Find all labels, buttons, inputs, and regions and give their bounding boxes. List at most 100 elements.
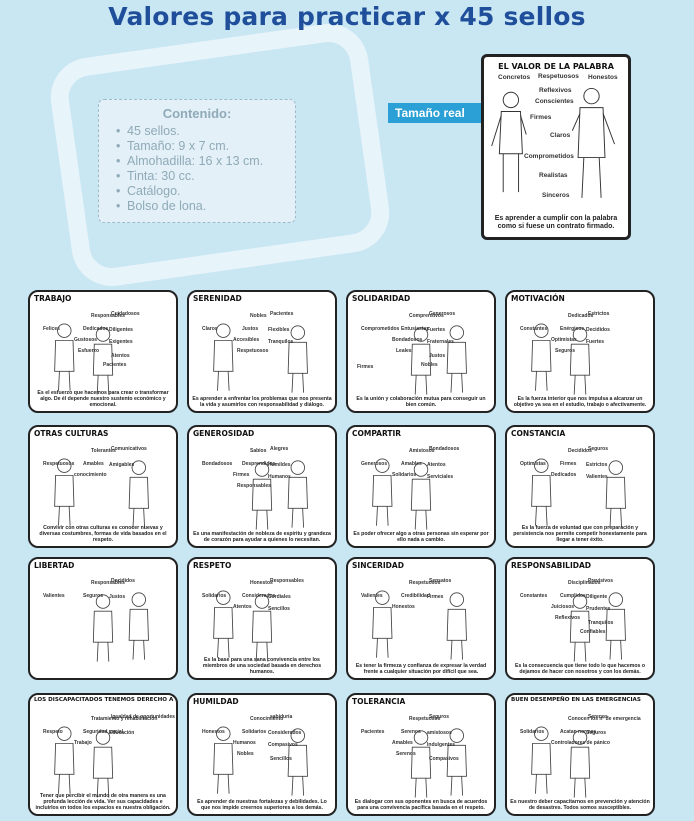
stamp-word: Felices (43, 326, 60, 332)
stamp-word: Generosos (361, 461, 388, 467)
stamp-word: Sinceros (542, 192, 570, 199)
value-stamp: LOS DISCAPACITADOS TENEMOS DERECHO A : Tr… (28, 693, 178, 816)
stamp-word: Tranquilos (268, 339, 294, 345)
contents-item: Tinta: 30 cc. (109, 169, 285, 184)
stamp-word: Honestos (202, 729, 225, 735)
stamp-word: Amables (83, 461, 104, 467)
stamp-word: Comprometidos (361, 326, 400, 332)
stamp-word: Igualdad de oportunidades (111, 714, 175, 720)
stamp-word: Comprometidos (524, 153, 574, 160)
stamp-word: Sabios (250, 448, 267, 454)
stamp-illustration (531, 323, 591, 395)
stamp-title: RESPONSABILIDAD (511, 561, 591, 570)
stamp-word: Firmes (233, 472, 250, 478)
stamp-title: LOS DISCAPACITADOS TENEMOS DERECHO A : (34, 697, 178, 703)
stamp-word: Solidarios (392, 472, 417, 478)
stamp-word: Atentos (427, 462, 446, 468)
stamp-word: Firmes (530, 114, 552, 121)
stamp-title: LIBERTAD (34, 561, 75, 570)
stamp-word: Honestos (588, 74, 618, 81)
stamp-illustration (54, 458, 149, 528)
stamp-word: Cumplidos (560, 593, 586, 599)
stamp-word: Firmes (560, 461, 577, 467)
stamp-word: Respetuosos (409, 580, 441, 586)
stamp-word: Acatan normas (560, 729, 597, 735)
stamp-illustration (54, 726, 114, 798)
stamp-word: Fuertes (586, 339, 605, 345)
stamp-word: Alegres (270, 446, 289, 452)
stamp-word: Serenos (401, 729, 421, 735)
stamp-word: Optimistas (551, 337, 577, 343)
stamp-word: Respetuosos (409, 716, 441, 722)
stamp-word: Serviciales (427, 474, 454, 480)
stamp-illustration (251, 460, 308, 530)
stamp-caption: Es la consecuencia que tiene todo lo que… (514, 663, 645, 675)
stamp-word: Atentos (233, 604, 252, 610)
stamp-word: Prudentes (586, 606, 611, 612)
stamp-word: Tranquilos (588, 620, 614, 626)
stamp-caption: Es aprender de nuestras fortalezas y deb… (197, 799, 327, 811)
stamp-caption: Es el esfuerzo que hacemos para crear o … (37, 390, 169, 408)
stamp-caption: Es la unión y colaboración mutua para co… (356, 396, 486, 408)
stamp-word: Amables (392, 740, 413, 746)
stamp-word: Amigables (109, 462, 135, 468)
stamp-word: Humildes (268, 462, 291, 468)
stamp-word: Atentos (111, 353, 130, 359)
stamp-word: Seguros (83, 593, 104, 599)
stamp-illustration (410, 728, 467, 798)
featured-stamp: EL VALOR DE LA PALABRA Concretos Respetu… (481, 54, 631, 240)
stamp-word: Claros (202, 326, 218, 332)
stamp-caption: Es nuestro deber capacitarnos en prevenc… (510, 799, 650, 811)
stamp-word: Serenos (588, 714, 608, 720)
stamp-title: SOLIDARIDAD (352, 294, 411, 303)
stamp-word: Responsables (91, 313, 125, 319)
contents-box: Contenido: 45 sellos. Tamaño: 9 x 7 cm. … (98, 99, 296, 223)
stamp-word: Dedicados (83, 326, 109, 332)
stamp-word: Humanos (233, 740, 256, 746)
stamp-word: Respetuosos (43, 461, 75, 467)
stamp-word: Bondadosos (202, 461, 233, 467)
stamp-caption: Es una manifestación de nobleza de espír… (193, 531, 331, 543)
stamp-word: Pacientes (270, 311, 294, 317)
stamp-word: Amistosos (409, 448, 435, 454)
stamp-word: Entusiastas (401, 326, 430, 332)
stamp-title: SERENIDAD (193, 294, 242, 303)
stamp-word: Constantes (520, 326, 548, 332)
stamp-word: Leales (396, 348, 412, 354)
contents-item: 45 sellos. (109, 124, 285, 139)
stamp-word: Compasivos (268, 742, 298, 748)
stamp-caption: Es la fuerza de voluntad que con prepara… (513, 525, 647, 543)
real-size-tag: Tamaño real (388, 103, 494, 123)
stamp-word: Confiables (580, 629, 606, 635)
stamp-word: Seguridad social (83, 729, 124, 735)
stamp-word: Estrictos (588, 311, 610, 317)
contents-item: Tamaño: 9 x 7 cm. (109, 139, 285, 154)
stamp-word: Trabajo (74, 740, 92, 746)
stamp-word: Controladores de pánico (551, 740, 610, 746)
stamp-illustration (531, 726, 591, 798)
stamp-word: Seguros (429, 714, 450, 720)
stamp-illustration (410, 325, 467, 395)
contents-title: Contenido: (162, 106, 232, 121)
stamp-word: Decididos (586, 327, 610, 333)
stamp-word: Pacientes (361, 729, 385, 735)
stamp-word: Cuidadosos (111, 311, 140, 317)
stamp-word: Valientes (361, 593, 383, 599)
stamp-word: Educación (109, 730, 135, 736)
contents-item: Almohadilla: 16 x 13 cm. (109, 154, 285, 169)
stamp-word: Dedicados (551, 472, 577, 478)
stamp-word: Credibilidad (401, 593, 430, 599)
stamp-word: Disciplinados (568, 580, 601, 586)
stamp-caption: Tener que percibir el mundo de otra mane… (35, 793, 171, 811)
stamp-word: Constantes (520, 593, 548, 599)
stamp-word: Solidarios (520, 729, 545, 735)
